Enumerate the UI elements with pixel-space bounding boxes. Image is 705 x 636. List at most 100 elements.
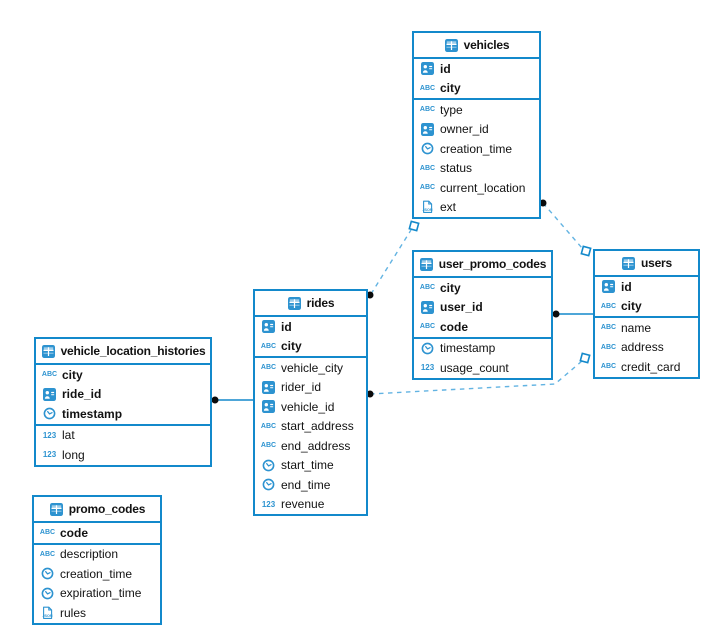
field-name: type <box>440 102 463 117</box>
clock-type-icon <box>40 587 55 600</box>
id-card-type-icon <box>261 320 276 334</box>
abc-type-icon: ABC <box>41 371 58 379</box>
field-name: start_address <box>281 419 354 434</box>
abc-type-icon: ABC <box>600 324 617 332</box>
pk-field-row-id: id <box>595 277 698 297</box>
field-name: usage_count <box>440 360 509 375</box>
abc-type-icon: ABC <box>39 529 56 537</box>
table-name: users <box>640 256 673 270</box>
field-name: end_time <box>281 477 331 492</box>
field-name: city <box>440 280 461 295</box>
field-name: expiration_time <box>60 586 142 601</box>
table-header[interactable]: promo_codes <box>34 497 160 523</box>
field-name: vehicle_city <box>281 360 344 375</box>
field-name: city <box>62 367 83 382</box>
clock-type-icon <box>40 567 55 580</box>
field-row-start_time: start_time <box>255 456 366 476</box>
svg-text:JSON: JSON <box>422 208 432 212</box>
table-name: vehicles <box>463 38 510 52</box>
table-icon <box>419 257 434 271</box>
field-name: name <box>621 320 652 335</box>
pk-field-row-city: ABC city <box>36 365 210 385</box>
table-header[interactable]: vehicles <box>414 33 539 59</box>
field-name: id <box>281 319 292 334</box>
123-type-icon: 123 <box>42 430 57 440</box>
pk-section-divider <box>595 316 698 318</box>
field-name: id <box>440 61 451 76</box>
field-name: city <box>281 339 302 354</box>
clock-type-icon <box>420 342 435 355</box>
field-name: user_id <box>440 300 483 315</box>
pk-section-divider <box>255 356 366 358</box>
field-name: end_address <box>281 438 351 453</box>
table-name: promo_codes <box>68 502 146 516</box>
pk-field-row-id: id <box>255 317 366 337</box>
field-name: timestamp <box>62 406 123 421</box>
abc-type-icon: ABC <box>419 284 436 292</box>
field-row-timestamp: timestamp <box>414 339 551 359</box>
id-card-type-icon <box>42 387 57 401</box>
123-type-icon: 123 <box>42 450 57 460</box>
abc-type-icon: ABC <box>260 442 277 450</box>
field-row-owner_id: owner_id <box>414 120 539 140</box>
relationship-vehicles-to-users <box>542 202 583 249</box>
table-name: user_promo_codes <box>438 257 547 271</box>
table-header[interactable]: rides <box>255 291 366 317</box>
field-row-name: ABC name <box>595 318 698 338</box>
clock-type-icon <box>261 478 276 491</box>
relationship-dot-marker <box>211 396 219 404</box>
123-type-icon: 123 <box>420 363 435 373</box>
field-name: start_time <box>281 458 334 473</box>
table-icon <box>41 344 56 358</box>
json-type-icon: JSON <box>40 606 55 620</box>
field-name: current_location <box>440 180 526 195</box>
table-header[interactable]: vehicle_location_histories <box>36 339 210 365</box>
field-name: code <box>440 319 469 334</box>
pk-field-row-id: id <box>414 59 539 79</box>
relationship-dot-marker <box>366 291 374 299</box>
table-header[interactable]: user_promo_codes <box>414 252 551 278</box>
abc-type-icon: ABC <box>600 363 617 371</box>
id-card-type-icon <box>261 380 276 394</box>
field-name: address <box>621 340 664 355</box>
field-row-end_time: end_time <box>255 475 366 495</box>
field-name: creation_time <box>60 566 133 581</box>
table-header[interactable]: users <box>595 251 698 277</box>
field-row-usage_count: 123 usage_count <box>414 358 551 378</box>
field-row-creation_time: creation_time <box>34 564 160 584</box>
table-icon <box>621 256 636 270</box>
id-card-type-icon <box>420 62 435 76</box>
id-card-type-icon <box>420 122 435 136</box>
relationship-square-marker <box>580 245 592 257</box>
field-name: ext <box>440 200 457 215</box>
field-row-rider_id: rider_id <box>255 378 366 398</box>
clock-type-icon <box>420 142 435 155</box>
relationship-rides-to-vehicles <box>370 229 412 295</box>
pk-section-divider <box>34 542 160 545</box>
table-icon <box>49 502 64 516</box>
table-icon <box>287 296 302 310</box>
pk-field-row-user_id: user_id <box>414 298 551 318</box>
field-name: creation_time <box>440 141 513 156</box>
field-name: id <box>621 279 632 294</box>
id-card-type-icon <box>420 300 435 314</box>
abc-type-icon: ABC <box>600 302 617 310</box>
json-type-icon: JSON <box>420 200 435 214</box>
